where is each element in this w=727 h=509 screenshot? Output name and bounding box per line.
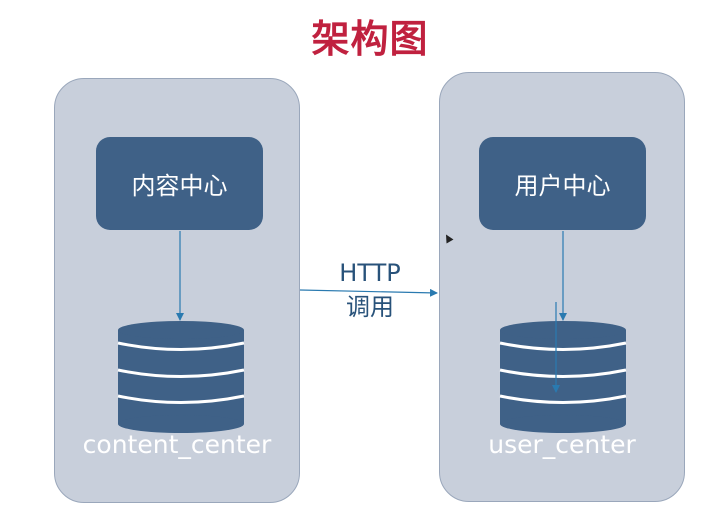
http-call-label: HTTP 调用 [320,256,420,324]
user-center-box: 用户中心 [479,137,646,230]
diagram-title: 架构图 [311,17,429,61]
http-label-line2: 调用 [346,293,394,321]
content-center-box: 内容中心 [96,137,263,230]
http-label-line1: HTTP [339,259,401,287]
content-center-database-icon [117,321,245,433]
user-center-database-icon [499,321,627,433]
http-call-arrow [299,288,438,297]
user-center-db-label: user_center [488,430,636,459]
content-center-db-label: content_center [82,430,272,459]
